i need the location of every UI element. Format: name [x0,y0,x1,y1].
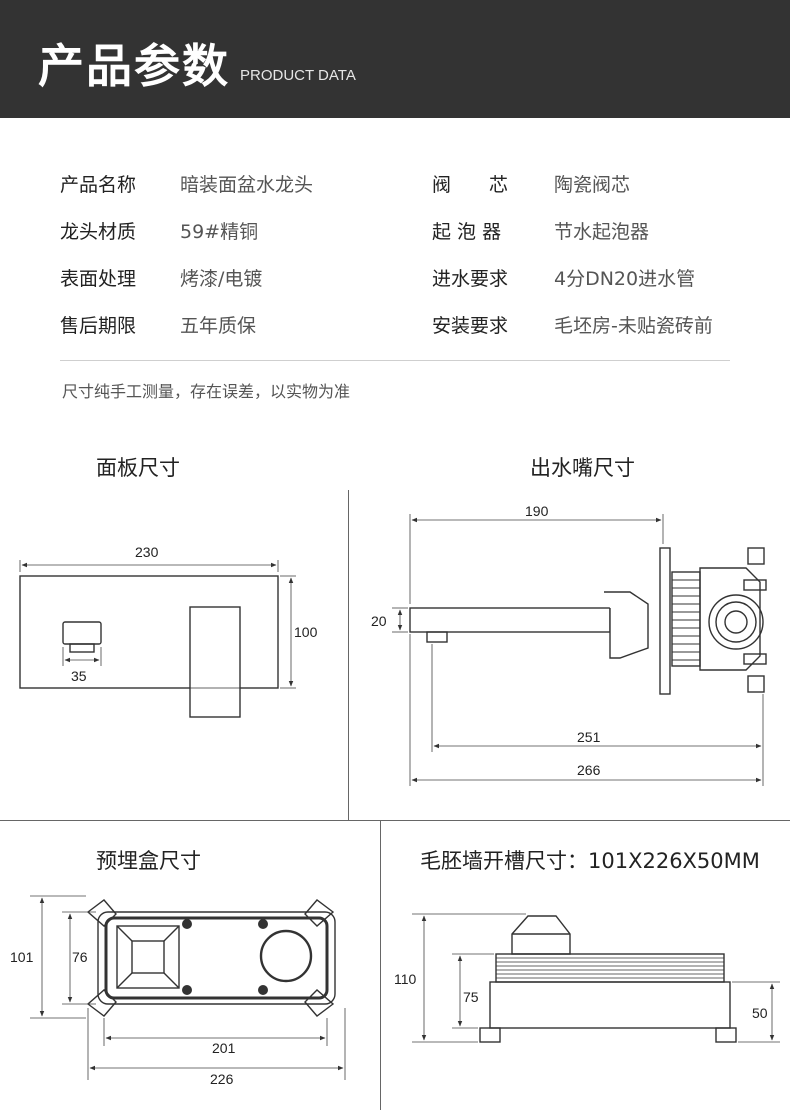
spec-row: 龙头材质 59#精铜 [60,217,258,244]
box-screw-dots [182,919,268,995]
panel-handle-label: 35 [71,668,87,684]
spec-label: 表面处理 [60,268,137,290]
box-size-title: 预埋盒尺寸 [96,849,201,873]
spec-value: 节水起泡器 [554,221,650,243]
wall-mid-height-label: 75 [463,989,479,1005]
spec-label: 阀 芯 [432,174,509,196]
spec-label: 进水要求 [432,268,509,290]
page-title: 产品参数 [38,39,230,93]
wall-slot-drawing [479,915,737,1043]
divider [60,360,730,361]
spec-label: 起 泡 器 [432,221,502,243]
spec-label: 售后期限 [60,315,137,337]
panel-dimensions [19,560,296,689]
spec-value: 五年质保 [180,315,257,337]
box-outer-height-label: 101 [10,949,34,965]
wall-total-height-label: 110 [394,971,417,987]
spec-row: 起 泡 器 节水起泡器 [432,217,649,244]
header-banner: 产品参数 PRODUCT DATA [0,0,790,118]
spout-size-title: 出水嘴尺寸 [530,456,635,480]
box-outer-width-label: 226 [210,1071,234,1087]
spout-top-label: 190 [525,503,549,519]
box-inner-height-label: 76 [72,949,88,965]
spec-value: 4分DN20进水管 [554,268,696,290]
panel-drawing [19,575,279,718]
panel-size-title: 面板尺寸 [96,456,180,480]
spout-dimensions [392,514,764,786]
separator-horizontal [0,820,790,821]
spec-value: 暗装面盆水龙头 [180,174,314,196]
spec-value: 陶瓷阀芯 [554,174,631,196]
spout-mid-label: 251 [577,729,601,745]
box-inner-width-label: 201 [212,1040,236,1056]
spec-label: 龙头材质 [60,221,137,243]
spout-height-label: 20 [371,613,387,629]
spec-row: 表面处理 烤漆/电镀 [60,264,262,291]
spec-row: 产品名称 暗装面盆水龙头 [60,170,313,197]
spec-value: 59#精铜 [180,221,259,243]
spout-bottom-label: 266 [577,762,601,778]
separator-vertical-top [348,490,349,820]
spec-row: 阀 芯 陶瓷阀芯 [432,170,630,197]
panel-height-label: 100 [294,624,318,640]
box-drawing [86,899,336,1017]
separator-vertical-bottom [380,820,381,1110]
spec-label: 产品名称 [60,174,137,196]
spec-row: 售后期限 五年质保 [60,311,256,338]
wall-slot-title: 毛胚墙开槽尺寸：101X226X50MM [420,849,760,873]
wall-slot-dimensions [412,913,780,1043]
page-subtitle: PRODUCT DATA [240,67,356,84]
spec-row: 安装要求 毛坯房-未贴瓷砖前 [432,311,713,338]
wall-right-height-label: 50 [752,1005,768,1021]
spec-label: 安装要求 [432,315,509,337]
box-dimensions [30,895,346,1080]
measurement-note: 尺寸纯手工测量，存在误差，以实物为准 [62,382,351,401]
spec-row: 进水要求 4分DN20进水管 [432,264,695,291]
panel-width-label: 230 [135,544,159,560]
spec-value: 烤漆/电镀 [180,268,263,290]
spec-value: 毛坯房-未贴瓷砖前 [554,315,713,337]
spout-drawing [409,547,767,695]
